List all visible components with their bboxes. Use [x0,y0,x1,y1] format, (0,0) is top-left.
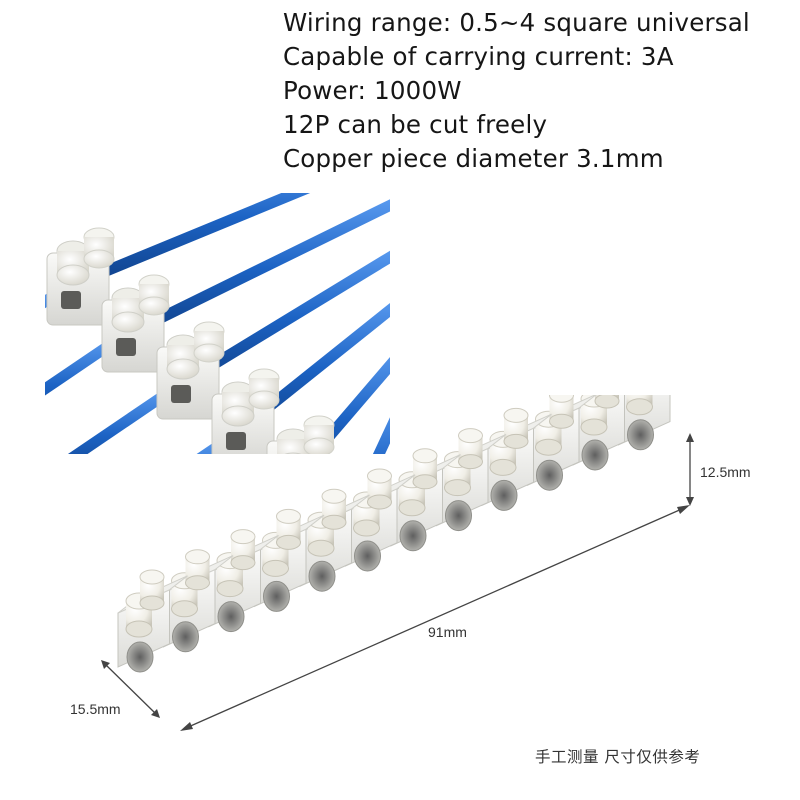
height-arrow [686,433,694,506]
terminal-position [163,549,234,653]
terminal-unit [211,368,280,454]
measurement-note: 手工测量 尺寸仅供参考 [535,748,701,766]
closeup-photo [45,193,390,454]
terminal-unit [101,274,170,373]
spec-list: Wiring range: 0.5~4 square universal Cap… [283,6,750,176]
blue-wire [114,199,390,344]
blue-wire [306,357,390,454]
blue-wire [45,332,126,396]
length-dimension-label: 91mm [428,624,467,640]
spec-cut: 12P can be cut freely [283,110,548,139]
terminal-unit [156,321,225,420]
width-dimension-label: 15.5mm [70,701,121,717]
terminal-strip-drawing [101,395,694,731]
spec-wiring-range: Wiring range: 0.5~4 square universal [283,8,750,37]
terminal-position [345,468,416,572]
spec-copper-diameter: Copper piece diameter 3.1mm [283,144,664,173]
spec-power: Power: 1000W [283,76,462,105]
terminal-position [299,488,370,592]
terminal-position [527,395,597,491]
length-arrow [180,505,690,731]
terminal-position [618,395,671,451]
blue-wire [67,382,181,454]
terminal-unit [46,227,115,326]
terminal-position [117,569,188,673]
terminal-unit [266,415,335,454]
spec-current: Capable of carrying current: 3A [283,42,674,71]
blue-wire [59,193,311,294]
terminal-position [208,529,279,633]
height-dimension-label: 12.5mm [700,464,751,480]
terminal-position [390,448,461,552]
terminal-position [436,428,507,532]
width-arrow [101,660,160,718]
blue-wire [196,432,236,454]
